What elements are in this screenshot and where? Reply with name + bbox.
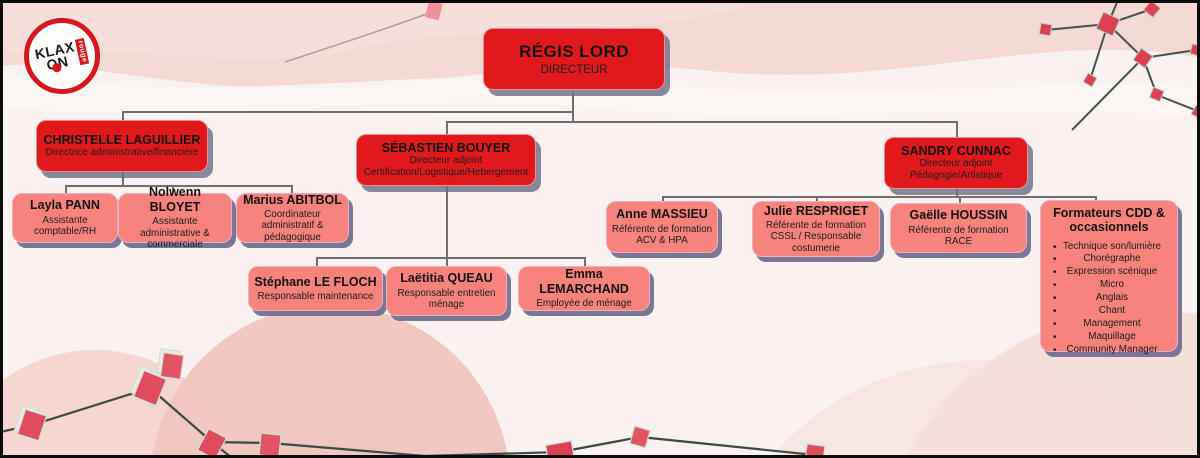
org-box-christelle-laguillier: CHRISTELLE LAGUILLIER Directrice adminis… bbox=[36, 120, 208, 172]
trainers-list-item: Chant bbox=[1053, 305, 1169, 318]
person-role: Employée de ménage bbox=[536, 298, 632, 310]
connector-julie-drop bbox=[816, 196, 818, 202]
person-role: Directrice administrative/financière bbox=[45, 147, 199, 159]
connector-laetitia-drop bbox=[446, 257, 448, 267]
connector-anne-drop bbox=[662, 196, 664, 202]
top-center-line-decoration bbox=[284, 0, 443, 63]
connector-root-to-admin bbox=[122, 111, 573, 113]
person-name: RÉGIS LORD bbox=[519, 42, 629, 61]
person-name: Julie RESPRIGET bbox=[763, 203, 869, 218]
org-box-marius-abitbol: Marius ABITBOL Coordinateur administrati… bbox=[236, 193, 349, 243]
connector-admin-drop bbox=[122, 111, 124, 121]
klaxon-logo-text: KLAX ON rouge bbox=[34, 37, 90, 74]
person-role: Référente de formation ACV & HPA bbox=[611, 223, 713, 247]
connector-trainers-drop bbox=[1095, 196, 1097, 201]
person-name: Layla PANN bbox=[30, 198, 100, 213]
person-role: Référente de formation CSSL / Responsabl… bbox=[765, 219, 867, 254]
trainers-list-item: Micro bbox=[1053, 279, 1169, 292]
org-box-regis-lord: RÉGIS LORD DIRECTEUR bbox=[483, 28, 665, 90]
org-box-julie-respriget: Julie RESPRIGET Référente de formation C… bbox=[752, 201, 880, 257]
person-name: Anne MASSIEU bbox=[616, 207, 708, 222]
person-role: Assistante comptable/RH bbox=[33, 214, 97, 238]
trainers-list-item: Maquillage bbox=[1053, 331, 1169, 344]
person-role: Coordinateur administratif & pédagogique bbox=[261, 208, 324, 243]
person-name: Gaëlle HOUSSIN bbox=[909, 208, 1008, 223]
connector-pedagogy-drop bbox=[956, 121, 958, 137]
connector-stephane-drop bbox=[316, 257, 318, 267]
connector-logistics-rail bbox=[316, 257, 585, 259]
person-role: Assistante administrative & commerciale bbox=[140, 216, 210, 251]
connector-nolwenn-drop bbox=[172, 185, 174, 194]
person-role: Responsable entretien ménage bbox=[397, 287, 496, 311]
connector-root-rail bbox=[446, 121, 957, 123]
bottom-left-network-decoration bbox=[0, 348, 826, 458]
person-role: Responsable maintenance bbox=[257, 290, 374, 302]
person-name: Marius ABITBOL bbox=[243, 192, 342, 207]
connector-emma-drop bbox=[584, 257, 586, 267]
org-box-anne-massieu: Anne MASSIEU Référente de formation ACV … bbox=[606, 201, 718, 253]
person-role: Référente de formation RACE bbox=[908, 224, 1009, 248]
person-department: Certification/Logistique/Hebergement bbox=[363, 167, 529, 179]
person-name: CHRISTELLE LAGUILLIER bbox=[43, 132, 201, 147]
person-name: Laëtitia QUEAU bbox=[400, 271, 493, 286]
person-name: SÉBASTIEN BOUYER bbox=[381, 140, 511, 155]
person-name: SANDRY CUNNAC bbox=[901, 143, 1011, 158]
connector-marius-drop bbox=[291, 185, 293, 194]
person-role: Directeur adjoint bbox=[409, 155, 483, 167]
connector-logistics-stem bbox=[446, 186, 448, 258]
org-box-nolwenn-bloyet: Nolwenn BLOYET Assistante administrative… bbox=[118, 185, 232, 250]
top-right-network-decoration bbox=[1038, 0, 1200, 131]
connector-pedagogy-rail bbox=[662, 196, 1096, 198]
trainers-list-item: Anglais bbox=[1053, 292, 1169, 305]
person-name: Nolwenn BLOYET bbox=[148, 185, 202, 214]
trainers-list-item: Chorégraphe bbox=[1053, 253, 1169, 266]
trainers-title: Formateurs CDD & occasionnels bbox=[1053, 206, 1165, 234]
trainers-list: Technique son/lumière Chorégraphe Expres… bbox=[1045, 241, 1173, 357]
connector-admin-stem bbox=[122, 172, 124, 186]
klaxon-logo: KLAX ON rouge bbox=[24, 18, 100, 94]
org-box-gaelle-houssin: Gaëlle HOUSSIN Référente de formation RA… bbox=[890, 203, 1027, 253]
connector-layla-drop bbox=[65, 185, 67, 194]
connector-pedagogy-stem bbox=[956, 188, 958, 197]
org-box-formateurs-cdd: Formateurs CDD & occasionnels Technique … bbox=[1040, 200, 1178, 357]
org-box-layla-pann: Layla PANN Assistante comptable/RH bbox=[12, 193, 118, 243]
person-name: Stéphane LE FLOCH bbox=[254, 274, 377, 289]
connector-root-drop bbox=[572, 92, 574, 122]
bottom-soft-circles bbox=[0, 305, 1200, 458]
connector-logistics-drop bbox=[446, 121, 448, 135]
org-box-laetitia-queau: Laëtitia QUEAU Responsable entretien mén… bbox=[386, 266, 507, 316]
person-role: DIRECTEUR bbox=[540, 64, 608, 76]
connector-admin-rail bbox=[65, 185, 292, 187]
connector-gaelle-drop bbox=[959, 196, 961, 204]
trainers-list-item: Management bbox=[1053, 318, 1169, 331]
trainers-list-item: Community Manager bbox=[1053, 344, 1169, 357]
org-box-sebastien-bouyer: SÉBASTIEN BOUYER Directeur adjoint Certi… bbox=[356, 134, 536, 186]
org-box-emma-lemarchand: Emma LEMARCHAND Employée de ménage bbox=[518, 266, 650, 311]
person-department: Pédagogie/Artistique bbox=[909, 170, 1003, 182]
trainers-list-item: Technique son/lumière bbox=[1053, 241, 1169, 254]
org-box-stephane-le-floch: Stéphane LE FLOCH Responsable maintenanc… bbox=[248, 266, 383, 311]
org-box-sandry-cunnac: SANDRY CUNNAC Directeur adjoint Pédagogi… bbox=[884, 137, 1028, 189]
person-role: Directeur adjoint bbox=[919, 158, 993, 170]
trainers-list-item: Expression scénique bbox=[1053, 266, 1169, 279]
person-name: Emma LEMARCHAND bbox=[539, 267, 629, 296]
